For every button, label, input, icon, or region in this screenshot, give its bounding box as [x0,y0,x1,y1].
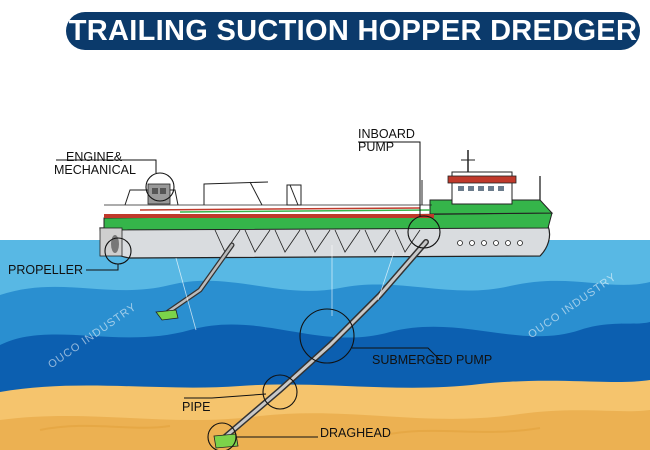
portholes [457,240,523,246]
label-propeller: PROPELLER [8,263,84,277]
bridge-superstructure [447,150,541,205]
label-engine-line1: ENGINE& [66,150,123,164]
label-engine-line2: MECHANICAL [54,163,136,177]
propeller [99,227,123,257]
label-inboard-line1: INBOARD [358,127,415,141]
seabed-sand-shade [0,410,650,450]
aft-drag-arm [155,242,235,331]
sand-ripple [379,427,541,437]
label-inboard-line2: PUMP [358,140,395,154]
label-engine-mechanical: ENGINE& MECHANICAL [54,151,136,177]
leader-lines [56,141,443,438]
deck-red-line [104,214,434,218]
hopper-frames [214,229,421,253]
sand-ripple [39,424,171,431]
deck-piping [139,207,431,213]
label-pipe: PIPE [182,400,211,414]
diagram-title: TRAILING SUCTION HOPPER DREDGER [66,12,640,50]
label-draghead: DRAGHEAD [320,426,391,440]
label-inboard-pump: INBOARD PUMP [358,128,415,154]
deck-gantries [124,180,423,206]
label-submerged-pump: SUBMERGED PUMP [372,353,493,367]
main-drag-arm [213,239,429,449]
